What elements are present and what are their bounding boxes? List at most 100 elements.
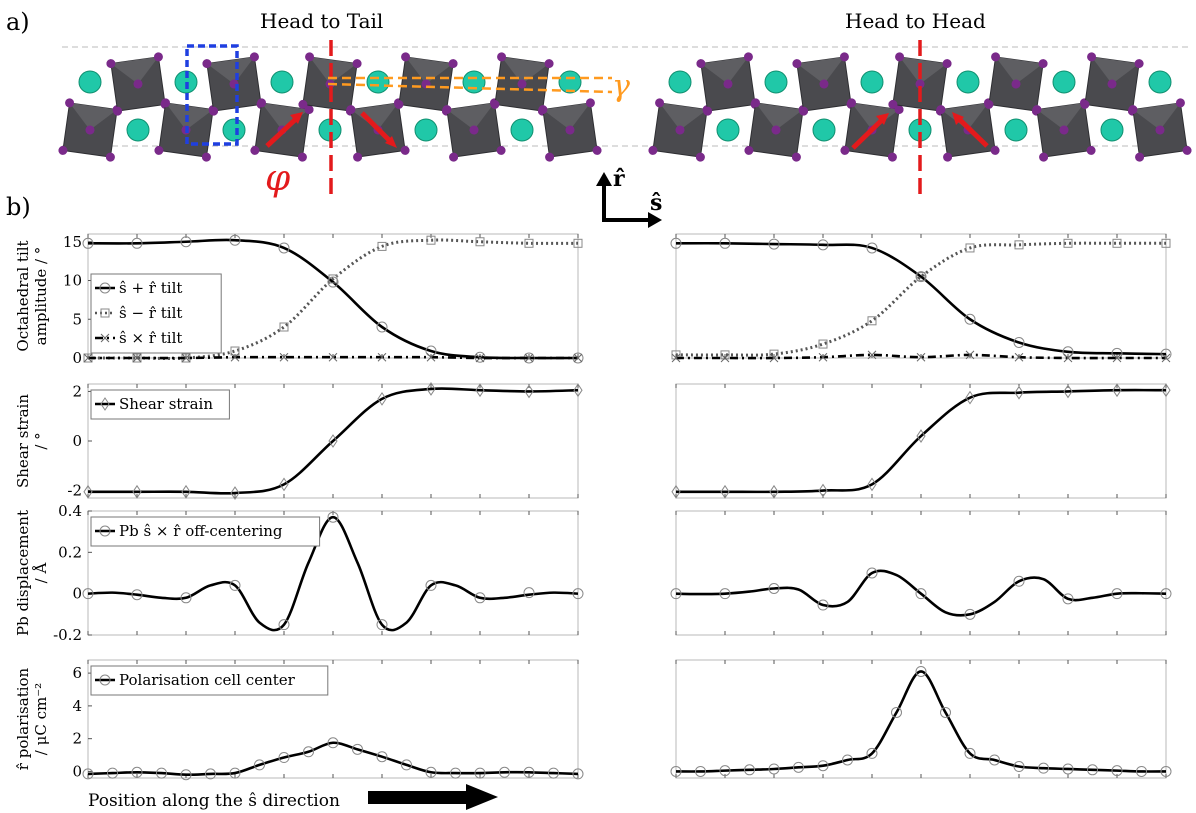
marker-circle [1013, 337, 1025, 348]
marker-star-stroke [1063, 353, 1073, 363]
iodide-atom [942, 59, 952, 69]
r-axis-arrow-head [596, 172, 612, 186]
marker-diamond [965, 390, 975, 405]
marker-square [1014, 240, 1024, 250]
tilt-arrows [265, 111, 989, 150]
octahedron-face [501, 56, 550, 84]
iodide-atom [201, 152, 211, 162]
iodide-atom [915, 79, 925, 89]
octahedron-face [659, 102, 708, 130]
iodide-atom [298, 99, 308, 109]
iodide-atom [990, 145, 1000, 155]
legend-label: ŝ − r̂ tilt [119, 304, 182, 322]
marker-star-stroke [916, 352, 926, 362]
iodide-atom [585, 98, 595, 108]
marker-circle [425, 766, 437, 778]
iodide-atom [696, 59, 706, 69]
marker-diamond [83, 484, 93, 499]
y-tick-label: 0 [72, 762, 82, 780]
y-tick-label: -0.2 [53, 626, 82, 644]
y-tick-label: -2 [67, 482, 82, 500]
cation-atom [270, 70, 294, 94]
marker-star [475, 353, 485, 363]
iodide-atom [895, 52, 905, 62]
marker-circle [964, 608, 976, 620]
arrow-tilt-3-head [876, 113, 889, 125]
chart-pb-right [670, 510, 1172, 636]
cation-atom [956, 70, 980, 94]
marker-circle [1062, 346, 1074, 358]
arrow-tilt-1 [265, 115, 300, 148]
series-line [88, 238, 579, 361]
marker-circle [866, 242, 878, 254]
iodide-atom [792, 59, 802, 69]
iodide-atom [106, 59, 116, 69]
marker-star [1112, 353, 1122, 363]
y-axis-label: Shear strain [14, 394, 32, 488]
marker-star [279, 352, 289, 362]
arrow-tilt-2 [360, 111, 394, 145]
iodide-atom [1135, 152, 1145, 162]
marker-star-stroke [1112, 353, 1122, 363]
marker-diamond [671, 484, 681, 499]
iodide-atom [1107, 79, 1117, 89]
marker-circle [523, 587, 535, 599]
iodide-atom [1087, 52, 1097, 62]
marker-square [100, 308, 110, 318]
marker-star-stroke [671, 353, 681, 363]
iodide-atom [888, 99, 898, 109]
marker-star [1063, 353, 1073, 363]
iodide-atom [352, 59, 362, 69]
marker-circle [180, 236, 192, 248]
marker-circle [817, 599, 829, 611]
marker-star [916, 352, 926, 362]
y-axis-label: / μC cm⁻² [32, 683, 50, 755]
iodide-atom [703, 106, 713, 116]
axes-frame [675, 383, 1167, 499]
y-tick-label: 4 [72, 697, 82, 715]
marker-circle [915, 588, 927, 600]
axes-indicator: r̂ ŝ [596, 166, 662, 228]
x-direction-arrow-shaft [368, 791, 468, 804]
octahedron-face [206, 56, 255, 84]
octahedron-face [851, 102, 900, 130]
marker-circle [156, 767, 167, 779]
iodide-atom [648, 145, 658, 155]
marker-circle [1111, 588, 1123, 600]
series-line [675, 670, 1167, 773]
y-tick-label: 2 [72, 382, 82, 400]
marker-star-stroke [426, 352, 436, 362]
marker-circle [744, 764, 755, 776]
iodide-atom [497, 52, 507, 62]
marker-star [181, 353, 191, 363]
octahedron [1032, 98, 1096, 162]
title-head-to-head: Head to Head [845, 9, 986, 33]
marker-diamond [475, 383, 485, 398]
marker-square [916, 272, 926, 282]
iodide-atom [936, 105, 946, 115]
series-line [675, 241, 1166, 357]
marker-circle [891, 706, 902, 718]
y-tick-label: 0 [72, 349, 82, 367]
marker-circle [964, 313, 976, 325]
arrow-tilt-2-head [385, 136, 397, 148]
iodide-atom [1155, 125, 1165, 135]
legend-label: ŝ + r̂ tilt [119, 279, 182, 297]
marker-circle [376, 619, 388, 631]
iodide-atom [743, 52, 753, 62]
octahedron [538, 98, 602, 162]
octahedron-face [350, 102, 399, 130]
iodide-atom [847, 98, 857, 108]
legend [90, 516, 321, 547]
marker-circle [1160, 588, 1172, 600]
series-line [88, 387, 579, 495]
cation-atom [1004, 118, 1028, 142]
series-line [675, 569, 1167, 617]
iodide-atom [442, 105, 452, 115]
iodide-atom [791, 152, 801, 162]
marker-star-stroke [524, 353, 534, 363]
marker-circle [107, 767, 118, 779]
iodide-atom [1175, 98, 1185, 108]
y-tick-label: 15 [63, 233, 82, 251]
iodide-atom [305, 52, 315, 62]
